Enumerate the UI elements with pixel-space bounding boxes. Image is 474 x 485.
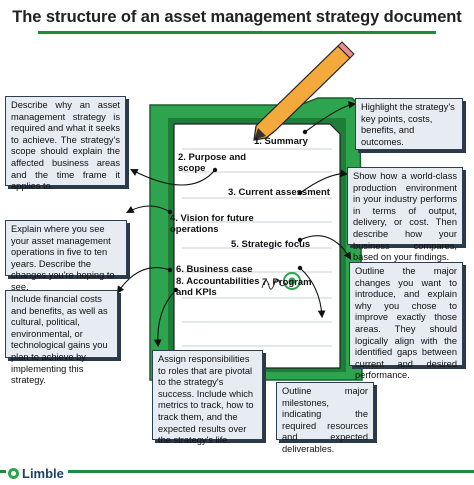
callout-strategic: Outline the major changes you want to in… — [349, 262, 463, 380]
section-summary: 1. Summary — [254, 136, 308, 147]
arrow-program — [299, 267, 326, 319]
callout-purpose: Describe why an asset management strateg… — [5, 96, 126, 191]
arrow-business — [116, 267, 171, 294]
callout-current: Show how a world-class production enviro… — [347, 167, 463, 262]
callout-program: Outline major milestones, indicating the… — [276, 382, 374, 454]
section-business-case: 6. Business case — [176, 264, 253, 275]
brand-logo: Limble — [6, 466, 68, 481]
section-current-assessment: 3. Current assessment — [228, 187, 330, 198]
pencil-icon — [253, 41, 355, 141]
callout-business: Include financial costs and benefits, as… — [5, 290, 118, 385]
section-vision: 4. Vision for future operations — [170, 213, 254, 235]
arrow-summary — [304, 100, 357, 133]
signature-icon — [261, 278, 287, 290]
callout-summary: Highlight the strategy's key points, cos… — [355, 98, 463, 150]
brand-name: Limble — [22, 466, 64, 481]
section-accountabilities: 8. Accountabilities and KPIs — [176, 276, 260, 298]
section-purpose-scope: 2. Purpose and scope — [178, 152, 247, 174]
arrow-strategic — [299, 235, 352, 260]
section-strategic-focus: 5. Strategic focus — [231, 239, 311, 250]
arrow-purpose — [130, 168, 216, 186]
title-underline — [38, 31, 436, 34]
footer-rule — [0, 470, 474, 473]
arrow-current — [299, 169, 349, 194]
arrow-accountabilities — [153, 289, 177, 348]
stamp-icon — [283, 272, 301, 290]
limble-logo-icon — [8, 468, 19, 479]
callout-vision: Explain where you see your asset managem… — [5, 220, 127, 292]
callout-accountabilities: Assign responsibilities to roles that ar… — [152, 350, 263, 445]
section-program: 7. Program — [262, 277, 312, 288]
folder-illustration — [149, 97, 363, 381]
arrow-vision — [126, 205, 171, 214]
page-title: The structure of an asset management str… — [12, 8, 462, 26]
